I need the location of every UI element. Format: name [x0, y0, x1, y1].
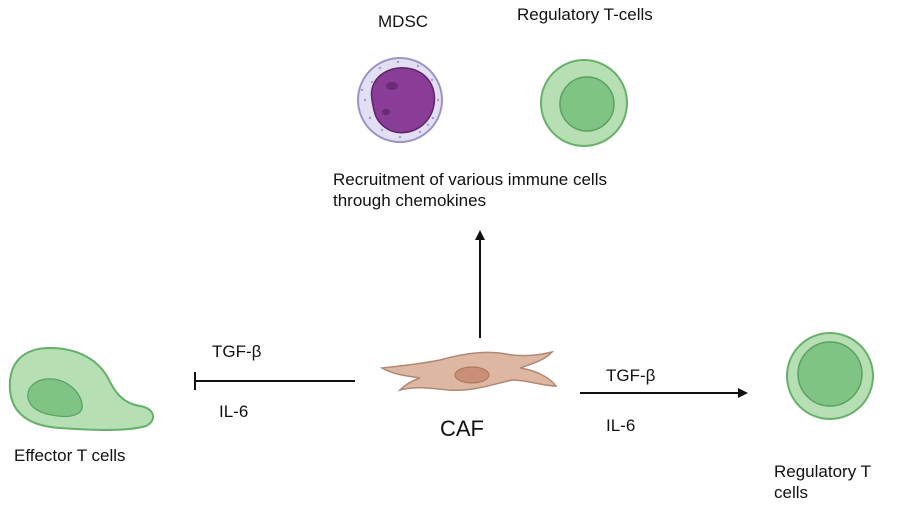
mdsc-label: MDSC	[378, 12, 429, 31]
treg-right-label-line2: cells	[774, 483, 809, 502]
effector-t-cell-icon	[8, 346, 155, 431]
left-il6-label: IL-6	[219, 402, 249, 421]
mdsc-cell-icon	[357, 57, 443, 143]
recruitment-label-line1: Recruitment of various immune cells	[333, 170, 607, 189]
right-tgf-beta-label: TGF-β	[606, 366, 656, 385]
regulatory-t-cell-icon	[540, 59, 628, 147]
inhibition-line	[194, 372, 355, 390]
right-il6-label: IL-6	[606, 416, 636, 435]
caf-fibroblast-icon	[379, 350, 558, 392]
effector-t-cells-label: Effector T cells	[14, 446, 126, 465]
recruitment-label-line2: through chemokines	[333, 191, 487, 210]
treg-right-label-line1: Regulatory T	[774, 462, 872, 481]
caf-label: CAF	[440, 416, 484, 441]
left-tgf-beta-label: TGF-β	[212, 342, 262, 361]
treg-top-label: Regulatory T-cells	[517, 5, 653, 24]
regulatory-t-cell-icon	[786, 332, 874, 420]
